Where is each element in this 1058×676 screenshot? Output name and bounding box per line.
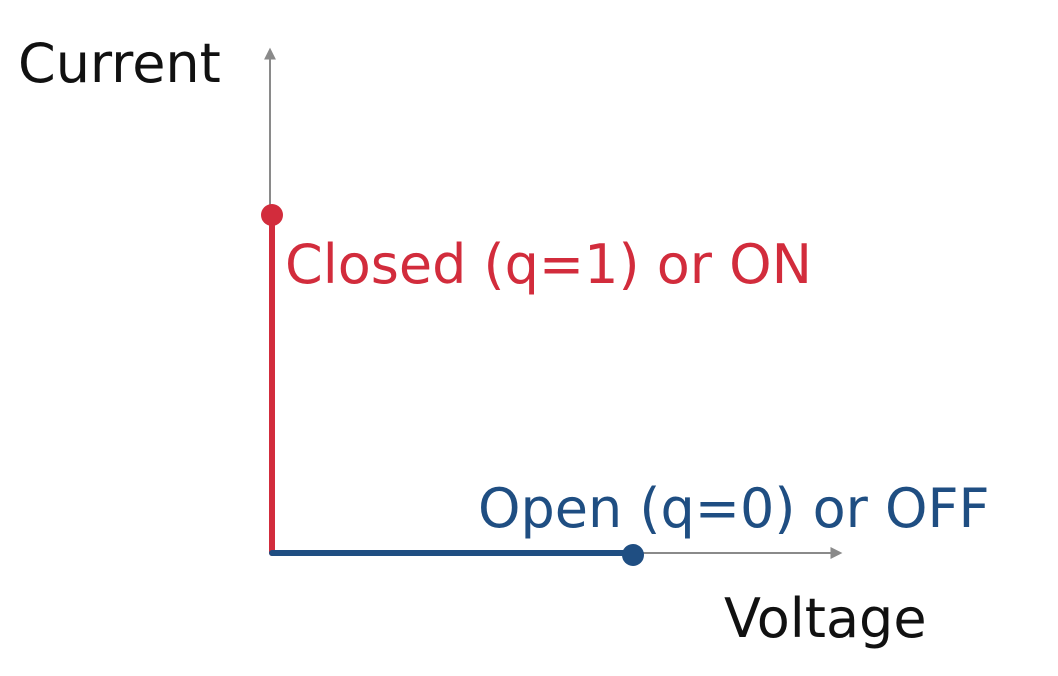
y-axis-label: Current [18, 32, 221, 95]
x-axis-label: Voltage [724, 587, 927, 650]
closed-state-label: Closed (q=1) or ON [285, 233, 812, 296]
open-state-label: Open (q=0) or OFF [478, 477, 990, 540]
open-state-marker [622, 544, 644, 566]
closed-state-marker [261, 204, 283, 226]
